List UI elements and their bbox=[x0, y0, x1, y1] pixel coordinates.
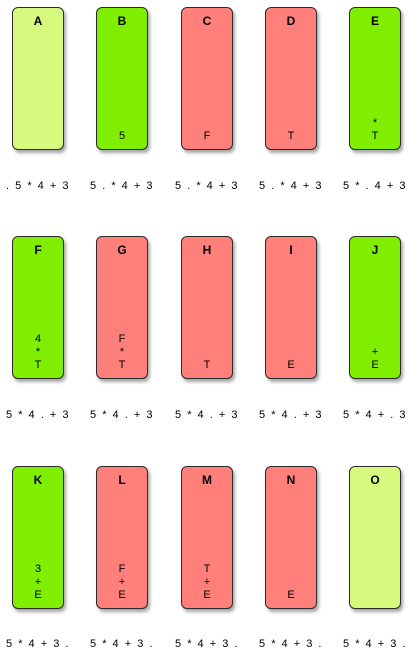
stack-item: E bbox=[34, 589, 42, 601]
card-f: F 4*T bbox=[12, 236, 64, 379]
card-k: K 3+E bbox=[12, 466, 64, 609]
card-stack: F+E bbox=[97, 563, 147, 602]
card-caption: 5 . * 4 + 3 bbox=[90, 180, 154, 192]
card-stack: E bbox=[266, 359, 316, 372]
card-caption: 5 * 4 + 3 . bbox=[90, 638, 154, 650]
card-m: M T+E bbox=[181, 466, 233, 609]
stack-item: * bbox=[372, 117, 378, 129]
stack-item: E bbox=[287, 359, 295, 371]
card-stack: E bbox=[266, 589, 316, 602]
card-letter: J bbox=[371, 243, 379, 257]
card-letter: O bbox=[370, 473, 380, 487]
card-stack: 4*T bbox=[13, 333, 63, 372]
card-stack: 5 bbox=[97, 130, 147, 143]
card-caption: 5 * . 4 + 3 bbox=[343, 180, 407, 192]
card-letter: E bbox=[370, 14, 379, 28]
stack-item: E bbox=[371, 359, 379, 371]
card-letter: F bbox=[34, 243, 42, 257]
stack-item: * bbox=[35, 346, 41, 358]
card-g: G F*T bbox=[96, 236, 148, 379]
card-stack: +E bbox=[350, 346, 400, 372]
card-caption: . 5 * 4 + 3 bbox=[6, 180, 70, 192]
stack-item: T bbox=[287, 130, 295, 142]
card-caption: 5 . * 4 + 3 bbox=[175, 180, 239, 192]
stack-item: + bbox=[118, 576, 126, 588]
card-l: L F+E bbox=[96, 466, 148, 609]
card-letter: D bbox=[286, 14, 296, 28]
stack-item: + bbox=[34, 576, 42, 588]
card-caption: 5 * 4 . + 3 bbox=[175, 409, 239, 421]
card-letter: N bbox=[286, 473, 296, 487]
card-caption: 5 * 4 + 3 . bbox=[343, 638, 407, 650]
stack-item: E bbox=[203, 589, 211, 601]
card-letter: A bbox=[33, 14, 43, 28]
card-e: E *T bbox=[349, 7, 401, 150]
card-stack: T bbox=[182, 359, 232, 372]
card-letter: I bbox=[289, 243, 293, 257]
card-a: A bbox=[12, 7, 64, 150]
card-stack: F*T bbox=[97, 333, 147, 372]
stack-item: E bbox=[287, 589, 295, 601]
card-letter: G bbox=[117, 243, 127, 257]
stack-item: 4 bbox=[34, 333, 42, 345]
card-stack: *T bbox=[350, 117, 400, 143]
card-letter: L bbox=[118, 473, 126, 487]
card-caption: 5 * 4 + 3 . bbox=[6, 638, 70, 650]
stack-item: F bbox=[118, 563, 126, 575]
stack-item: * bbox=[119, 346, 125, 358]
stack-item: T bbox=[118, 359, 126, 371]
stack-item: F bbox=[203, 130, 211, 142]
card-letter: C bbox=[202, 14, 212, 28]
card-caption: 5 * 4 + 3 . bbox=[175, 638, 239, 650]
card-caption: 5 * 4 + 3 . bbox=[259, 638, 323, 650]
stack-item: 3 bbox=[34, 563, 42, 575]
stack-item: T bbox=[203, 359, 211, 371]
stack-item: + bbox=[203, 576, 211, 588]
card-caption: 5 * 4 + . 3 bbox=[343, 409, 407, 421]
stack-item: 5 bbox=[118, 130, 126, 142]
card-letter: B bbox=[117, 14, 127, 28]
stack-item: + bbox=[371, 346, 379, 358]
stack-item: E bbox=[118, 589, 126, 601]
card-letter: H bbox=[202, 243, 212, 257]
stack-item: F bbox=[118, 333, 126, 345]
card-o: O bbox=[349, 466, 401, 609]
card-stack: T bbox=[266, 130, 316, 143]
stack-item: T bbox=[34, 359, 42, 371]
stack-item: T bbox=[371, 130, 379, 142]
card-j: J +E bbox=[349, 236, 401, 379]
card-stack: 3+E bbox=[13, 563, 63, 602]
card-stack: F bbox=[182, 130, 232, 143]
card-caption: 5 * 4 . + 3 bbox=[259, 409, 323, 421]
card-caption: 5 * 4 . + 3 bbox=[90, 409, 154, 421]
card-caption: 5 * 4 . + 3 bbox=[6, 409, 70, 421]
card-caption: 5 . * 4 + 3 bbox=[259, 180, 323, 192]
stack-item: T bbox=[203, 563, 211, 575]
card-letter: K bbox=[33, 473, 43, 487]
card-stack: T+E bbox=[182, 563, 232, 602]
card-letter: M bbox=[202, 473, 212, 487]
